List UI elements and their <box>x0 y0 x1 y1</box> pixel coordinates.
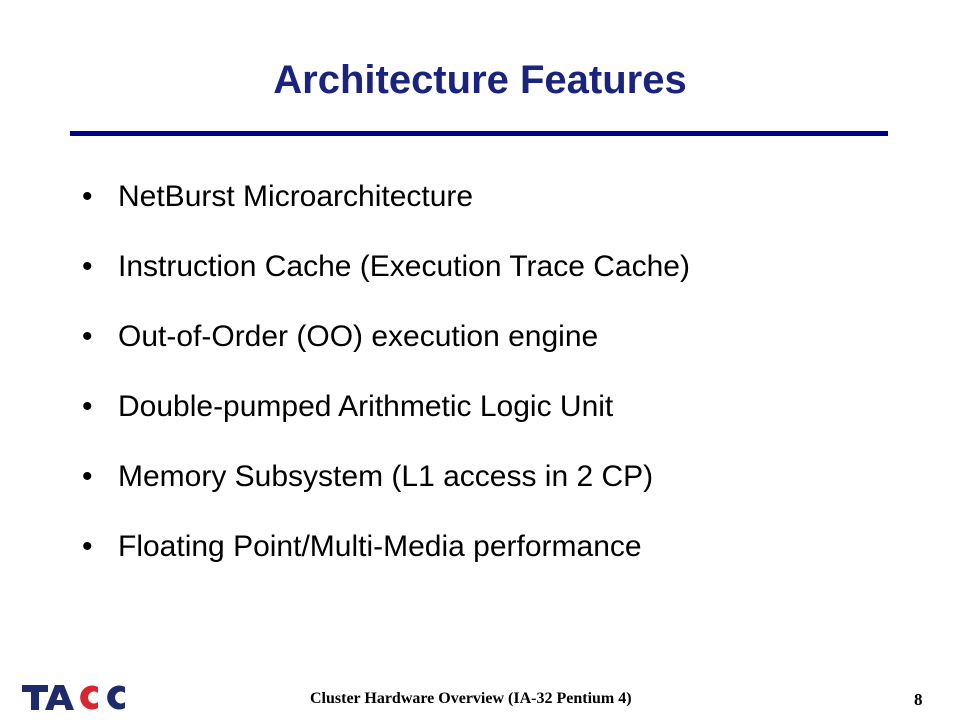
bullet-item: • Floating Point/Multi-Media performance <box>82 522 690 592</box>
bullet-text: Memory Subsystem (L1 access in 2 CP) <box>118 460 654 493</box>
footer-text: Cluster Hardware Overview (IA-32 Pentium… <box>310 690 632 707</box>
bullet-list: • NetBurst Microarchitecture • Instruction… <box>82 172 690 592</box>
bullet-item: • Memory Subsystem (L1 access in 2 CP) <box>82 452 690 522</box>
tacc-logo <box>22 685 125 710</box>
bullet-text: Out-of-Order (OO) execution engine <box>118 320 599 353</box>
bullet-item: • Out-of-Order (OO) execution engine <box>82 312 690 382</box>
bullet-icon: • <box>82 460 93 493</box>
bullet-icon: • <box>82 250 93 283</box>
bullet-icon: • <box>82 530 93 563</box>
page-number: 8 <box>914 690 923 709</box>
bullet-item: • NetBurst Microarchitecture <box>82 172 690 242</box>
bullet-icon: • <box>82 180 93 213</box>
slide-title: Architecture Features <box>273 58 687 102</box>
title-underline <box>70 131 888 136</box>
bullet-text: Double-pumped Arithmetic Logic Unit <box>118 390 614 423</box>
bullet-text: Floating Point/Multi-Media performance <box>118 530 642 563</box>
bullet-icon: • <box>82 320 93 353</box>
bullet-item: • Instruction Cache (Execution Trace Cach… <box>82 242 690 312</box>
bullet-text: NetBurst Microarchitecture <box>118 180 474 213</box>
bullet-icon: • <box>82 390 93 423</box>
bullet-item: • Double-pumped Arithmetic Logic Unit <box>82 382 690 452</box>
bullet-text: Instruction Cache (Execution Trace Cache… <box>118 250 690 283</box>
